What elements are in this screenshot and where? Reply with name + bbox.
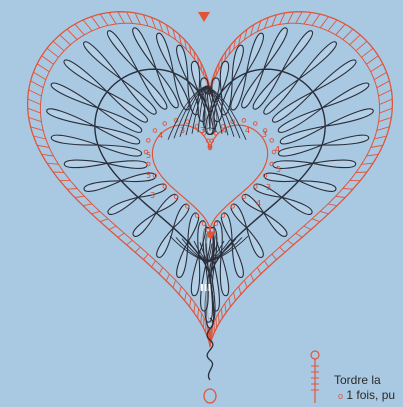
caption-marker: o [338, 391, 343, 401]
round-count-label: 4 [275, 145, 280, 154]
round-count-label: 4 [256, 199, 261, 208]
round-count-label: 3 [150, 191, 155, 200]
crochet-stitch [219, 313, 220, 323]
round-count-label: 4 [222, 126, 227, 135]
round-count-label: 3 [266, 183, 271, 192]
crochet-stitch [201, 313, 202, 323]
instruction-caption: Tordre la o 1 fois, pu [334, 373, 403, 404]
round-count-label: 3 [262, 130, 267, 139]
crochet-stitch [219, 63, 220, 71]
crochet-stitch [204, 68, 205, 76]
crochet-stitch [356, 172, 367, 173]
crochet-stitch [216, 318, 217, 328]
round-count-label: 3 [200, 126, 205, 135]
caption-line-1: Tordre la [334, 373, 381, 387]
crochet-stitch [204, 318, 205, 328]
crochet-stitch [216, 68, 217, 76]
crochet-stitch [53, 172, 64, 173]
caption-line-2: 1 fois, pu [346, 388, 395, 402]
crochet-stitch [201, 63, 202, 71]
round-count-label: 5 [276, 165, 281, 174]
round-count-label: 5 [146, 171, 151, 180]
round-count-label: 4 [245, 126, 250, 135]
round-count-label: 4 [158, 131, 163, 140]
center-mark-label: III [200, 283, 211, 294]
round-count-label: 5 [146, 151, 151, 160]
round-count-label: 3 [180, 126, 185, 135]
